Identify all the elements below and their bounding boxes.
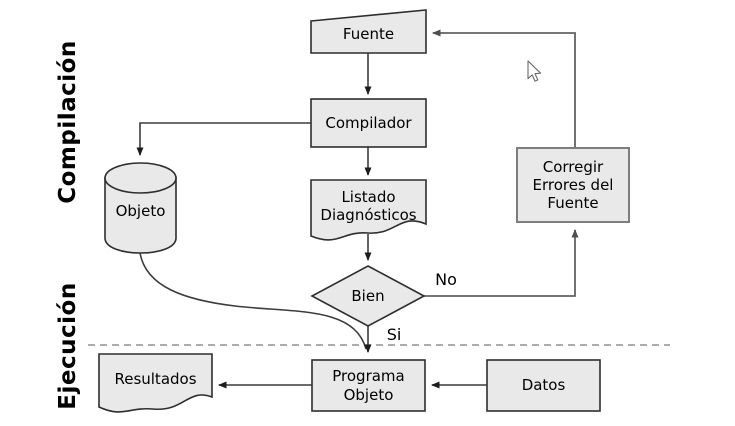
bien-decision-diamond	[310, 265, 426, 327]
objeto-cylinder-top	[104, 162, 177, 194]
fuente-manual-input-shape	[310, 9, 427, 54]
arrow-compilador-to-objeto	[136, 122, 311, 156]
compilador-process-box	[310, 98, 427, 148]
corregir-process-box	[516, 147, 630, 223]
node-label-fuente: Fuente	[342, 25, 395, 44]
node-label-listado-diagnosticos: Listado Diagnósticos	[320, 187, 417, 224]
mouse-cursor-icon	[527, 60, 542, 82]
node-label-compilador: Compilador	[325, 113, 412, 132]
resultados-document-shape	[98, 353, 213, 413]
node-label-datos: Datos	[521, 376, 566, 395]
node-label-objeto: Objeto	[115, 201, 166, 220]
arrow-bien-no-to-corregir	[424, 229, 579, 297]
listado-document-shape	[310, 179, 427, 241]
node-label-corregir-errores: Corregir Errores del Fuente	[532, 157, 614, 213]
node-label-bien: Bien	[351, 286, 385, 305]
node-label-programa-objeto: Programa Objeto	[332, 367, 405, 404]
phase-label-ejecucion: Ejecución	[55, 282, 81, 410]
node-label-resultados: Resultados	[114, 369, 197, 388]
curve-objeto-to-programa	[139, 252, 367, 350]
programa-objeto-process-box	[311, 359, 426, 412]
edge-label-si: Si	[386, 324, 402, 344]
datos-process-box	[486, 359, 601, 412]
edge-label-no: No	[435, 269, 457, 289]
arrow-corregir-to-fuente	[432, 29, 576, 148]
objeto-cylinder-body	[104, 177, 177, 254]
phase-label-compilacion: Compilación	[55, 40, 81, 204]
